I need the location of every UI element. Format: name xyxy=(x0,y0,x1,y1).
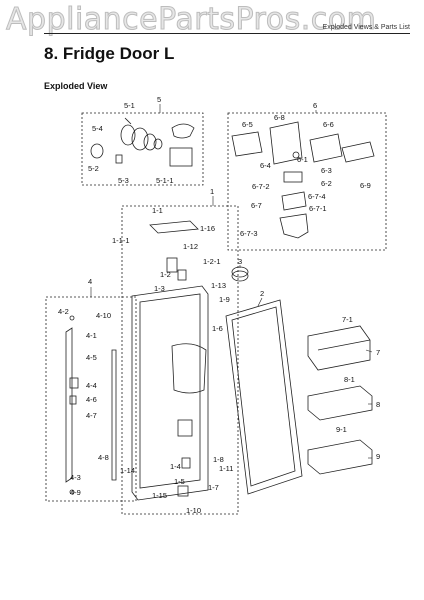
callout-label: 5-2 xyxy=(88,164,99,173)
callout-label: 1-10 xyxy=(186,506,201,515)
callout-label: 4-3 xyxy=(70,473,81,482)
leader-lines xyxy=(90,104,373,459)
part-group-6 xyxy=(231,121,375,239)
callout-label: 5-3 xyxy=(118,176,129,185)
callout-label: 1-5 xyxy=(174,477,185,486)
header-note: Exploded Views & Parts List xyxy=(322,24,410,31)
callout-label: 1-15 xyxy=(152,491,167,500)
callout-label: 6-5 xyxy=(242,120,253,129)
watermark: AppliancePartsPros.com xyxy=(0,0,424,40)
callout-label: 5-4 xyxy=(92,124,103,133)
callout-label: 1-6 xyxy=(212,324,223,333)
callout-label: 6 xyxy=(313,101,317,110)
callout-label: 1-1-1 xyxy=(112,236,130,245)
callout-label: 1-7 xyxy=(208,483,219,492)
callout-label: 6-4 xyxy=(260,161,271,170)
callout-label: 3 xyxy=(238,257,242,266)
callout-label: 4-4 xyxy=(86,381,97,390)
callout-label: 6-9 xyxy=(360,181,371,190)
callout-label: 6-1 xyxy=(297,155,308,164)
callout-labels: 5 5-1 5-4 5-2 5-3 5-1-1 6 6-8 6-5 6-6 6-… xyxy=(58,95,380,515)
callout-label: 6-7-4 xyxy=(308,192,326,201)
callout-label: 1-3 xyxy=(154,284,165,293)
part-group-4 xyxy=(65,315,117,495)
callout-label: 4-10 xyxy=(96,311,111,320)
callout-label: 4-9 xyxy=(70,488,81,497)
callout-label: 1-4 xyxy=(170,462,181,471)
callout-label: 9-1 xyxy=(336,425,347,434)
callout-label: 6-3 xyxy=(321,166,332,175)
callout-label: 7 xyxy=(376,348,380,357)
callout-label: 5-1-1 xyxy=(156,176,174,185)
callout-label: 6-7-1 xyxy=(309,204,327,213)
section-label: Exploded View xyxy=(44,81,108,91)
header-divider xyxy=(44,33,410,34)
callout-label: 1-12 xyxy=(183,242,198,251)
callout-label: 2 xyxy=(260,289,264,298)
callout-label: 5-1 xyxy=(124,101,135,110)
callout-label: 1-13 xyxy=(211,281,226,290)
watermark-text: AppliancePartsPros.com xyxy=(5,2,377,38)
group-box-6 xyxy=(227,112,387,251)
part-9-bin xyxy=(307,439,373,475)
part-2-gasket xyxy=(225,299,303,495)
callout-label: 1-2-1 xyxy=(203,257,221,266)
callout-label: 6-8 xyxy=(274,113,285,122)
callout-label: 4-6 xyxy=(86,395,97,404)
callout-label: 4-5 xyxy=(86,353,97,362)
callout-label: 6-7-2 xyxy=(252,182,270,191)
part-group-1 xyxy=(131,220,209,501)
callout-label: 1 xyxy=(210,187,214,196)
callout-label: 6-7-3 xyxy=(240,229,258,238)
callout-label: 4-2 xyxy=(58,307,69,316)
part-8-bin xyxy=(307,385,373,421)
callout-label: 6-2 xyxy=(321,179,332,188)
part-7-bin xyxy=(307,325,371,371)
callout-label: 1-11 xyxy=(219,464,233,473)
page-title: 8. Fridge Door L xyxy=(44,44,175,63)
callout-label: 6-6 xyxy=(323,120,334,129)
group-box-5 xyxy=(81,112,204,186)
group-box-1 xyxy=(121,205,239,515)
part-3-cap xyxy=(231,270,249,282)
callout-label: 1-1 xyxy=(152,206,163,215)
callout-label: 1-8 xyxy=(213,455,224,464)
callout-label: 4-1 xyxy=(86,331,97,340)
callout-label: 7-1 xyxy=(342,315,353,324)
callout-label: 8 xyxy=(376,400,380,409)
callout-label: 1-9 xyxy=(219,295,230,304)
callout-label: 1-14 xyxy=(120,466,135,475)
callout-label: 9 xyxy=(376,452,380,461)
callout-label: 5 xyxy=(157,95,161,104)
callout-label: 4 xyxy=(88,277,92,286)
part-group-5 xyxy=(90,117,195,167)
callout-label: 1-16 xyxy=(200,224,215,233)
callout-label: 4-8 xyxy=(98,453,109,462)
callout-label: 1-2 xyxy=(160,270,171,279)
callout-label: 8-1 xyxy=(344,375,355,384)
callout-label: 6-7 xyxy=(251,201,262,210)
callout-label: 4-7 xyxy=(86,411,97,420)
